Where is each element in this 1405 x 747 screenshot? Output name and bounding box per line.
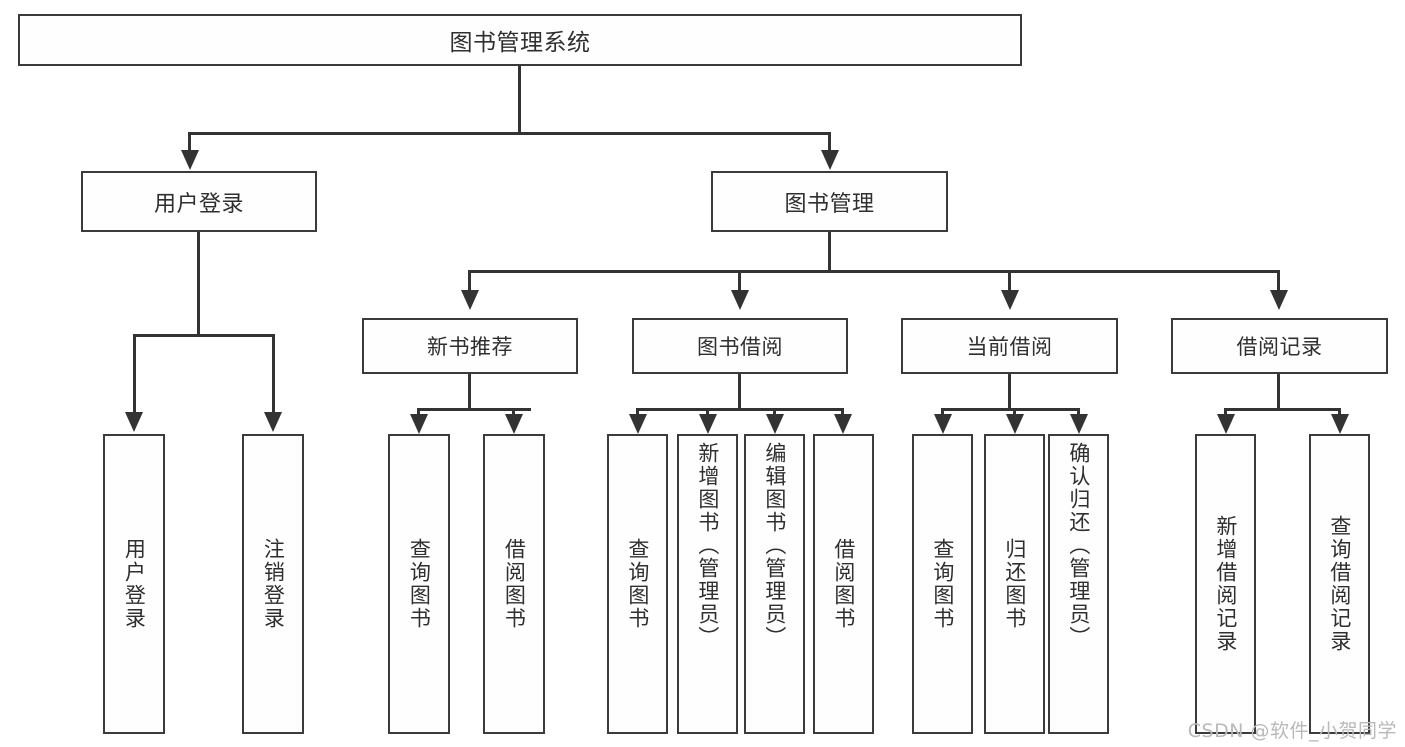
edge-current-borrow-stem (1008, 374, 1011, 410)
node-leaf-borrow-book-recommend[interactable]: 借阅图书 (483, 434, 545, 734)
node-leaf-add-book-admin[interactable]: 新增图书（管理员） (677, 434, 738, 734)
edge-root-to-user-login (188, 132, 191, 152)
node-leaf-logout[interactable]: 注销登录 (242, 434, 304, 734)
edge-borrow-record-bar (1224, 408, 1340, 411)
arrow-to-leaf-query-book-3 (934, 414, 952, 434)
node-new-book-recommend[interactable]: 新书推荐 (362, 318, 578, 374)
node-label: 用户登录 (122, 538, 147, 630)
edge-user-login-to-leaf-2 (272, 334, 275, 414)
node-label: 查询图书 (625, 538, 650, 630)
edge-bb-to-leaf-1 (636, 408, 639, 416)
node-leaf-query-book-current[interactable]: 查询图书 (912, 434, 973, 734)
arrow-to-book-management (821, 150, 839, 170)
edge-bb-to-leaf-4 (841, 408, 844, 416)
node-leaf-add-borrow-record[interactable]: 新增借阅记录 (1195, 434, 1256, 734)
node-label: 新书推荐 (427, 335, 513, 359)
edge-root-to-book-management (828, 132, 831, 152)
node-label: 注销登录 (261, 538, 286, 630)
node-label: 图书借阅 (697, 335, 783, 359)
arrow-to-leaf-logout (264, 412, 282, 432)
edge-user-login-bar (133, 334, 272, 337)
arrow-to-leaf-borrow-book-2 (834, 414, 852, 434)
edge-user-login-stem (197, 232, 200, 336)
node-book-management[interactable]: 图书管理 (711, 171, 948, 232)
edge-new-book-bar (417, 408, 531, 411)
edge-new-book-stem (468, 374, 471, 410)
node-leaf-confirm-return-admin[interactable]: 确认归还（管理员） (1048, 434, 1109, 734)
edge-book-borrow-stem (738, 374, 741, 410)
node-leaf-borrow-book[interactable]: 借阅图书 (813, 434, 874, 734)
edge-bm-to-borrow-record (1277, 270, 1280, 292)
node-leaf-edit-book-admin[interactable]: 编辑图书（管理员） (744, 434, 805, 734)
node-label: 查询图书 (407, 538, 432, 630)
edge-br-to-leaf-2 (1338, 408, 1341, 416)
arrow-to-new-book-recommend (461, 290, 479, 310)
node-label: 查询借阅记录 (1327, 515, 1352, 653)
node-label: 图书管理 (784, 191, 875, 217)
edge-book-management-bar (468, 270, 1280, 273)
edge-book-borrow-bar (636, 408, 844, 411)
edge-borrow-record-stem (1277, 374, 1280, 410)
node-label: 借阅图书 (831, 538, 856, 630)
edge-br-to-leaf-1 (1224, 408, 1227, 416)
edge-current-borrow-bar (941, 408, 1080, 411)
arrow-to-leaf-user-login (125, 412, 143, 432)
node-label: 编辑图书（管理员） (762, 442, 787, 649)
node-label: 借阅图书 (502, 538, 527, 630)
edge-bm-to-current-borrow (1008, 270, 1011, 292)
node-current-borrow[interactable]: 当前借阅 (901, 318, 1118, 374)
node-leaf-query-borrow-record[interactable]: 查询借阅记录 (1309, 434, 1370, 734)
node-label: 新增图书（管理员） (695, 442, 720, 649)
edge-bm-to-book-borrow (738, 270, 741, 292)
arrow-to-leaf-query-record (1331, 414, 1349, 434)
node-label: 借阅记录 (1236, 335, 1323, 359)
node-borrow-record[interactable]: 借阅记录 (1171, 318, 1388, 374)
edge-bm-to-new-book (468, 270, 471, 292)
edge-root-bar (188, 132, 831, 135)
csdn-watermark: CSDN @软件_小贺同学 (1187, 720, 1397, 742)
arrow-to-user-login (181, 150, 199, 170)
node-label: 归还图书 (1002, 538, 1027, 630)
arrow-to-borrow-record (1270, 290, 1288, 310)
arrow-to-leaf-borrow-book-1 (505, 414, 523, 434)
node-book-management-system[interactable]: 图书管理系统 (18, 14, 1022, 66)
arrow-to-leaf-return-book (1006, 414, 1024, 434)
edge-new-book-to-leaf-2 (512, 408, 515, 416)
node-label: 用户登录 (153, 191, 244, 217)
edge-new-book-to-leaf-1 (417, 408, 420, 416)
edge-bb-to-leaf-3 (773, 408, 776, 416)
arrow-to-leaf-add-record (1217, 414, 1235, 434)
node-label: 图书管理系统 (449, 30, 591, 56)
arrow-to-leaf-add-book (699, 414, 717, 434)
node-label: 当前借阅 (966, 335, 1053, 359)
node-label: 查询图书 (930, 538, 955, 630)
arrow-to-current-borrow (1001, 290, 1019, 310)
arrow-to-leaf-confirm-return (1070, 414, 1088, 434)
arrow-to-leaf-edit-book (766, 414, 784, 434)
edge-cb-to-leaf-2 (1013, 408, 1016, 416)
node-leaf-query-book-borrow[interactable]: 查询图书 (607, 434, 668, 734)
arrow-to-leaf-query-book-1 (410, 414, 428, 434)
edge-cb-to-leaf-1 (941, 408, 944, 416)
edge-root-stem (518, 66, 521, 134)
arrow-to-book-borrow (731, 290, 749, 310)
node-book-borrow[interactable]: 图书借阅 (632, 318, 848, 374)
edge-book-management-stem (828, 232, 831, 272)
edge-cb-to-leaf-3 (1077, 408, 1080, 416)
node-leaf-user-login[interactable]: 用户登录 (103, 434, 165, 734)
node-leaf-query-book-recommend[interactable]: 查询图书 (388, 434, 450, 734)
edge-bb-to-leaf-2 (706, 408, 709, 416)
node-user-login[interactable]: 用户登录 (81, 171, 317, 232)
node-label: 确认归还（管理员） (1066, 442, 1091, 649)
node-leaf-return-book[interactable]: 归还图书 (984, 434, 1045, 734)
arrow-to-leaf-query-book-2 (629, 414, 647, 434)
edge-user-login-to-leaf-1 (133, 334, 136, 414)
node-label: 新增借阅记录 (1213, 515, 1238, 653)
